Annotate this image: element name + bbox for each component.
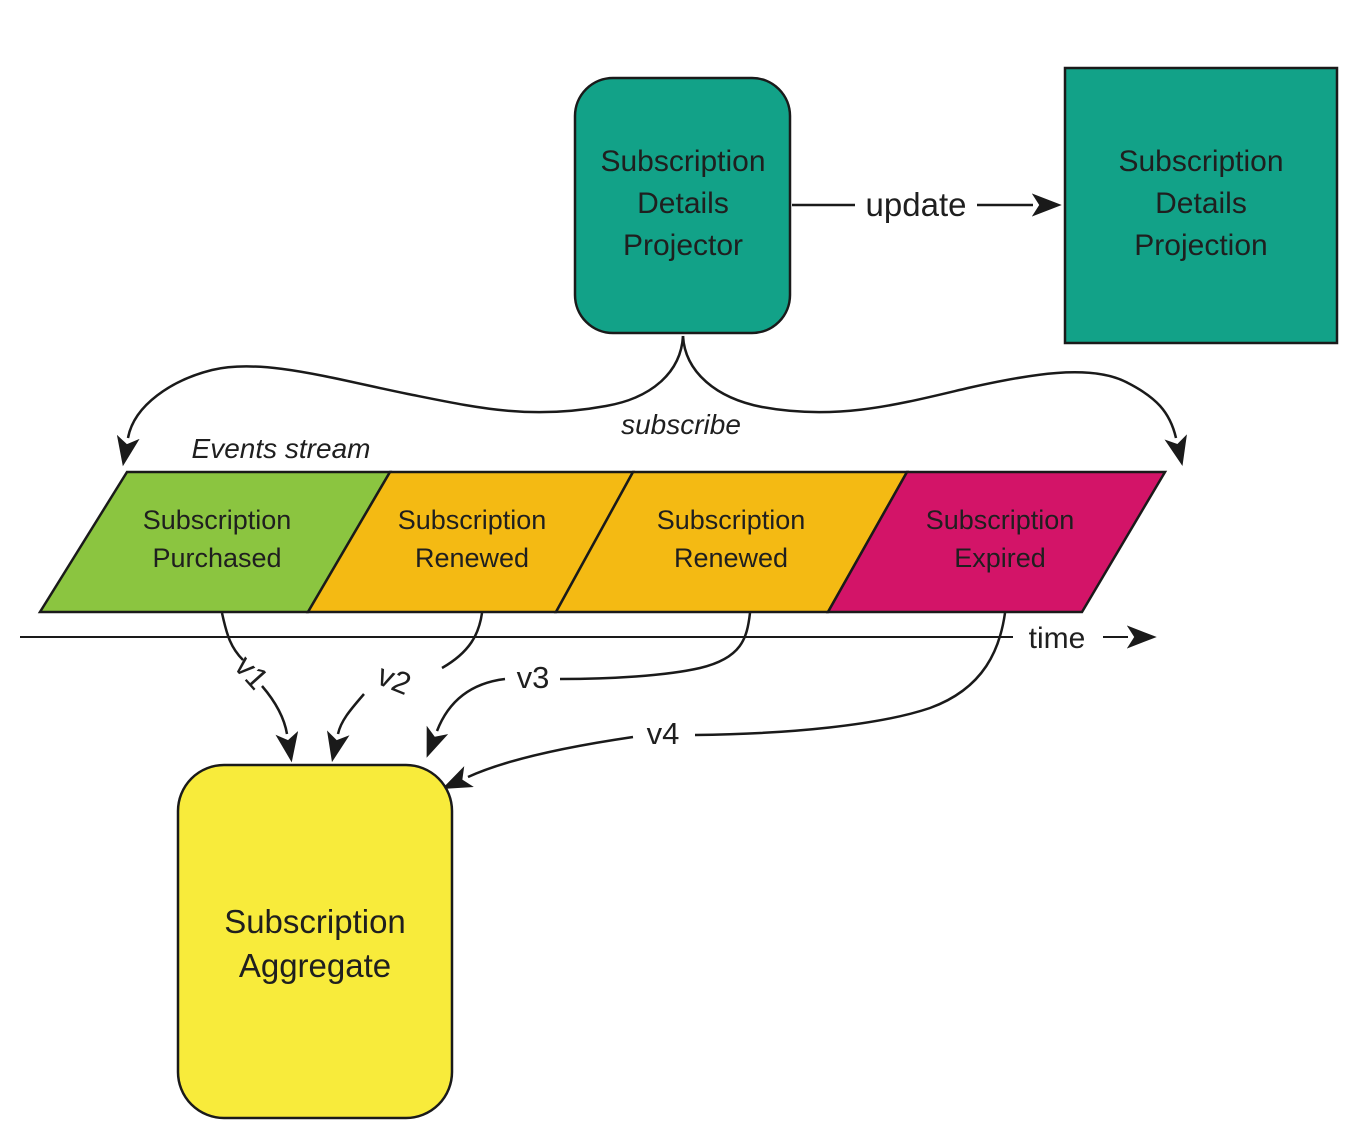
projector-label-line3: Projector: [623, 229, 743, 262]
event-purchased-line1: Subscription: [143, 505, 292, 535]
time-axis: time: [20, 622, 1157, 655]
v2-arrow-end: [326, 693, 365, 763]
event-renewed-2-line2: Renewed: [674, 543, 788, 573]
v1-arrow-end: [261, 685, 299, 763]
aggregate-label-line1: Subscription: [224, 903, 406, 940]
projector-label-line1: Subscription: [600, 145, 765, 178]
event-renewed-1-line2: Renewed: [415, 543, 529, 573]
v2-arrow-start: [441, 612, 484, 670]
v3-label: v3: [517, 660, 550, 695]
projection-label-line3: Projection: [1134, 229, 1267, 262]
projector-label-line2: Details: [637, 187, 729, 220]
projection-label-line1: Subscription: [1118, 145, 1283, 178]
v2-label: v2: [372, 657, 415, 702]
v4-label: v4: [647, 716, 680, 751]
event-subscription-expired: Subscription Expired: [825, 470, 1168, 614]
v3-arrow-end: [426, 677, 506, 758]
event-renewed-1-line1: Subscription: [398, 505, 547, 535]
event-purchased-line2: Purchased: [152, 543, 281, 573]
v4-arrow-start: [694, 612, 1007, 737]
subscribe-arrow-right: [681, 335, 1187, 467]
projection-node: Subscription Details Projection: [1063, 66, 1339, 345]
aggregate-node: Subscription Aggregate: [176, 763, 454, 1120]
v1-arrow-start: [220, 612, 244, 661]
time-label: time: [1029, 622, 1086, 655]
aggregate-box: [176, 763, 454, 1120]
event-expired-shape: [825, 470, 1168, 614]
v4-arrow-end: [441, 735, 634, 789]
subscribe-label: subscribe: [621, 409, 741, 440]
projection-label-line2: Details: [1155, 187, 1247, 220]
events-stream-label: Events stream: [192, 433, 371, 464]
projector-box: [573, 76, 792, 335]
v1-label: v1: [228, 648, 276, 696]
aggregate-label-line2: Aggregate: [239, 947, 391, 984]
event-subscription-purchased: Subscription Purchased: [37, 470, 393, 614]
event-expired-line2: Expired: [954, 543, 1046, 573]
event-expired-line1: Subscription: [926, 505, 1075, 535]
event-renewed-2-line1: Subscription: [657, 505, 806, 535]
v3-arrow-start: [559, 612, 752, 681]
projector-node: Subscription Details Projector: [573, 76, 792, 335]
update-label: update: [866, 186, 967, 223]
event-subscription-renewed-1: Subscription Renewed: [305, 470, 636, 614]
projection-box: [1063, 66, 1339, 345]
events-stream: Subscription Purchased Subscription Rene…: [37, 470, 1168, 614]
subscribe-arrow-left: [116, 335, 685, 467]
